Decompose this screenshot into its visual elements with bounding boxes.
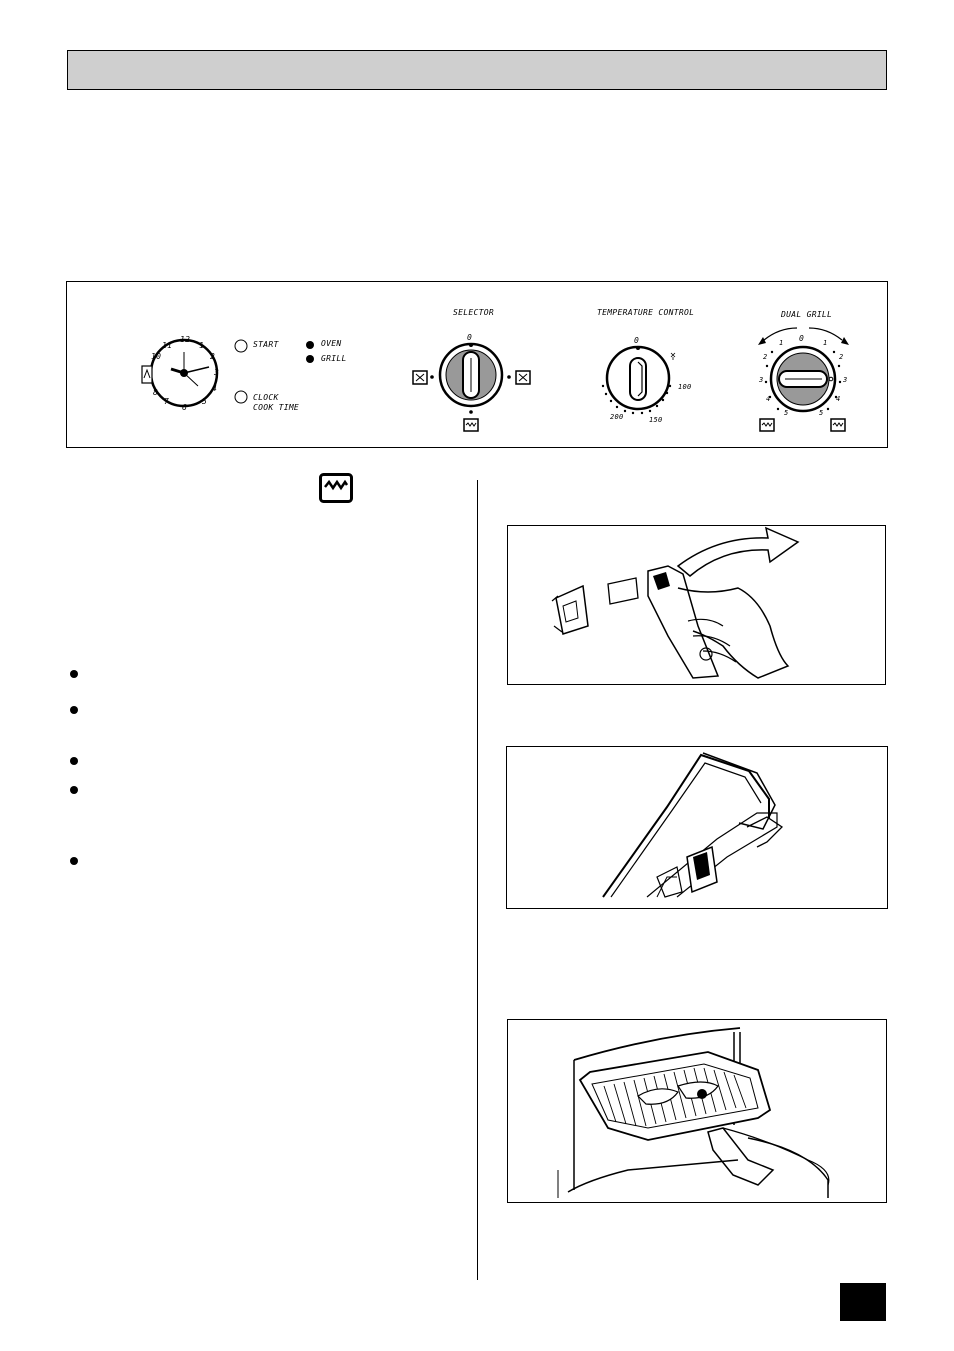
clock-label: CLOCK bbox=[253, 393, 279, 402]
temperature-label-200: 200 bbox=[610, 413, 624, 421]
clock-number: 8 bbox=[153, 388, 159, 397]
oven-indicator-label: OVEN bbox=[321, 339, 342, 348]
left-arrow-icon bbox=[763, 327, 798, 341]
bullet-point bbox=[70, 786, 78, 794]
defrost-icon bbox=[670, 352, 676, 360]
figure-grill-compartment bbox=[507, 1019, 887, 1203]
dual-grill-left-1: 1 bbox=[779, 339, 784, 347]
start-button-graphic bbox=[234, 339, 248, 353]
page-number-box bbox=[840, 1283, 886, 1321]
clock-number: 4 bbox=[212, 384, 218, 393]
dual-grill-left-2: 2 bbox=[763, 353, 768, 361]
dual-grill-right-5: 5 bbox=[819, 409, 824, 417]
bullet-point bbox=[70, 757, 78, 765]
temperature-knob bbox=[601, 345, 676, 415]
dual-grill-left-3: 3 bbox=[759, 376, 764, 384]
bullet-point bbox=[70, 706, 78, 714]
dual-grill-left-5: 5 bbox=[784, 409, 789, 417]
dual-grill-right-1: 1 bbox=[823, 339, 828, 347]
temperature-label-100: 100 bbox=[678, 383, 692, 391]
control-panel-drawing bbox=[141, 327, 849, 432]
grill-indicator-label: GRILL bbox=[321, 354, 347, 363]
dual-grill-right-2: 2 bbox=[839, 353, 844, 361]
temperature-zero-label: 0 bbox=[634, 336, 640, 345]
clock-number: 12 bbox=[180, 335, 191, 344]
dual-grill-left-4: 4 bbox=[766, 395, 771, 403]
dual-grill-knob bbox=[758, 327, 849, 432]
dual-grill-right-3: 3 bbox=[843, 376, 848, 384]
clock-number: 11 bbox=[162, 341, 173, 350]
clock-number: 7 bbox=[164, 397, 170, 406]
dual-grill-zero-label: 0 bbox=[799, 334, 805, 343]
clock-cook-time-button-graphic bbox=[234, 390, 248, 404]
selector-knob bbox=[412, 342, 531, 432]
clock-number: 1 bbox=[199, 341, 205, 350]
clock-number: 2 bbox=[210, 352, 216, 361]
clock-number: 3 bbox=[214, 368, 220, 377]
bullet-point bbox=[70, 857, 78, 865]
bullet-point bbox=[70, 670, 78, 678]
cook-time-label: COOK TIME bbox=[253, 403, 300, 412]
dual-grill-right-4: 4 bbox=[836, 395, 841, 403]
clock-number: 5 bbox=[202, 397, 208, 406]
selector-zero-label: 0 bbox=[467, 333, 473, 342]
grill-element-icon bbox=[319, 473, 353, 503]
dual-grill-title: DUAL GRILL bbox=[781, 310, 833, 319]
control-panel: 12 1 2 3 4 5 6 7 8 10 11 START CLOCK COO… bbox=[66, 281, 888, 448]
section-header-bar bbox=[67, 50, 887, 90]
figure-handle-removal bbox=[507, 525, 886, 685]
column-divider bbox=[477, 480, 478, 1280]
clock-number: 6 bbox=[182, 403, 188, 412]
removal-arrow-icon bbox=[676, 526, 800, 577]
clock-minute-minder-icon bbox=[141, 365, 153, 384]
analog-clock bbox=[141, 338, 219, 408]
grill-indicator-light bbox=[306, 355, 314, 363]
selector-title: SELECTOR bbox=[453, 308, 494, 317]
temperature-title: TEMPERATURE CONTROL bbox=[597, 308, 695, 317]
right-arrow-icon bbox=[808, 327, 843, 341]
temperature-label-150: 150 bbox=[649, 416, 663, 424]
clock-number: 10 bbox=[151, 352, 162, 361]
start-label: START bbox=[253, 340, 279, 349]
oven-indicator-light bbox=[306, 341, 314, 349]
figure-grill-pan-handle bbox=[506, 746, 888, 909]
